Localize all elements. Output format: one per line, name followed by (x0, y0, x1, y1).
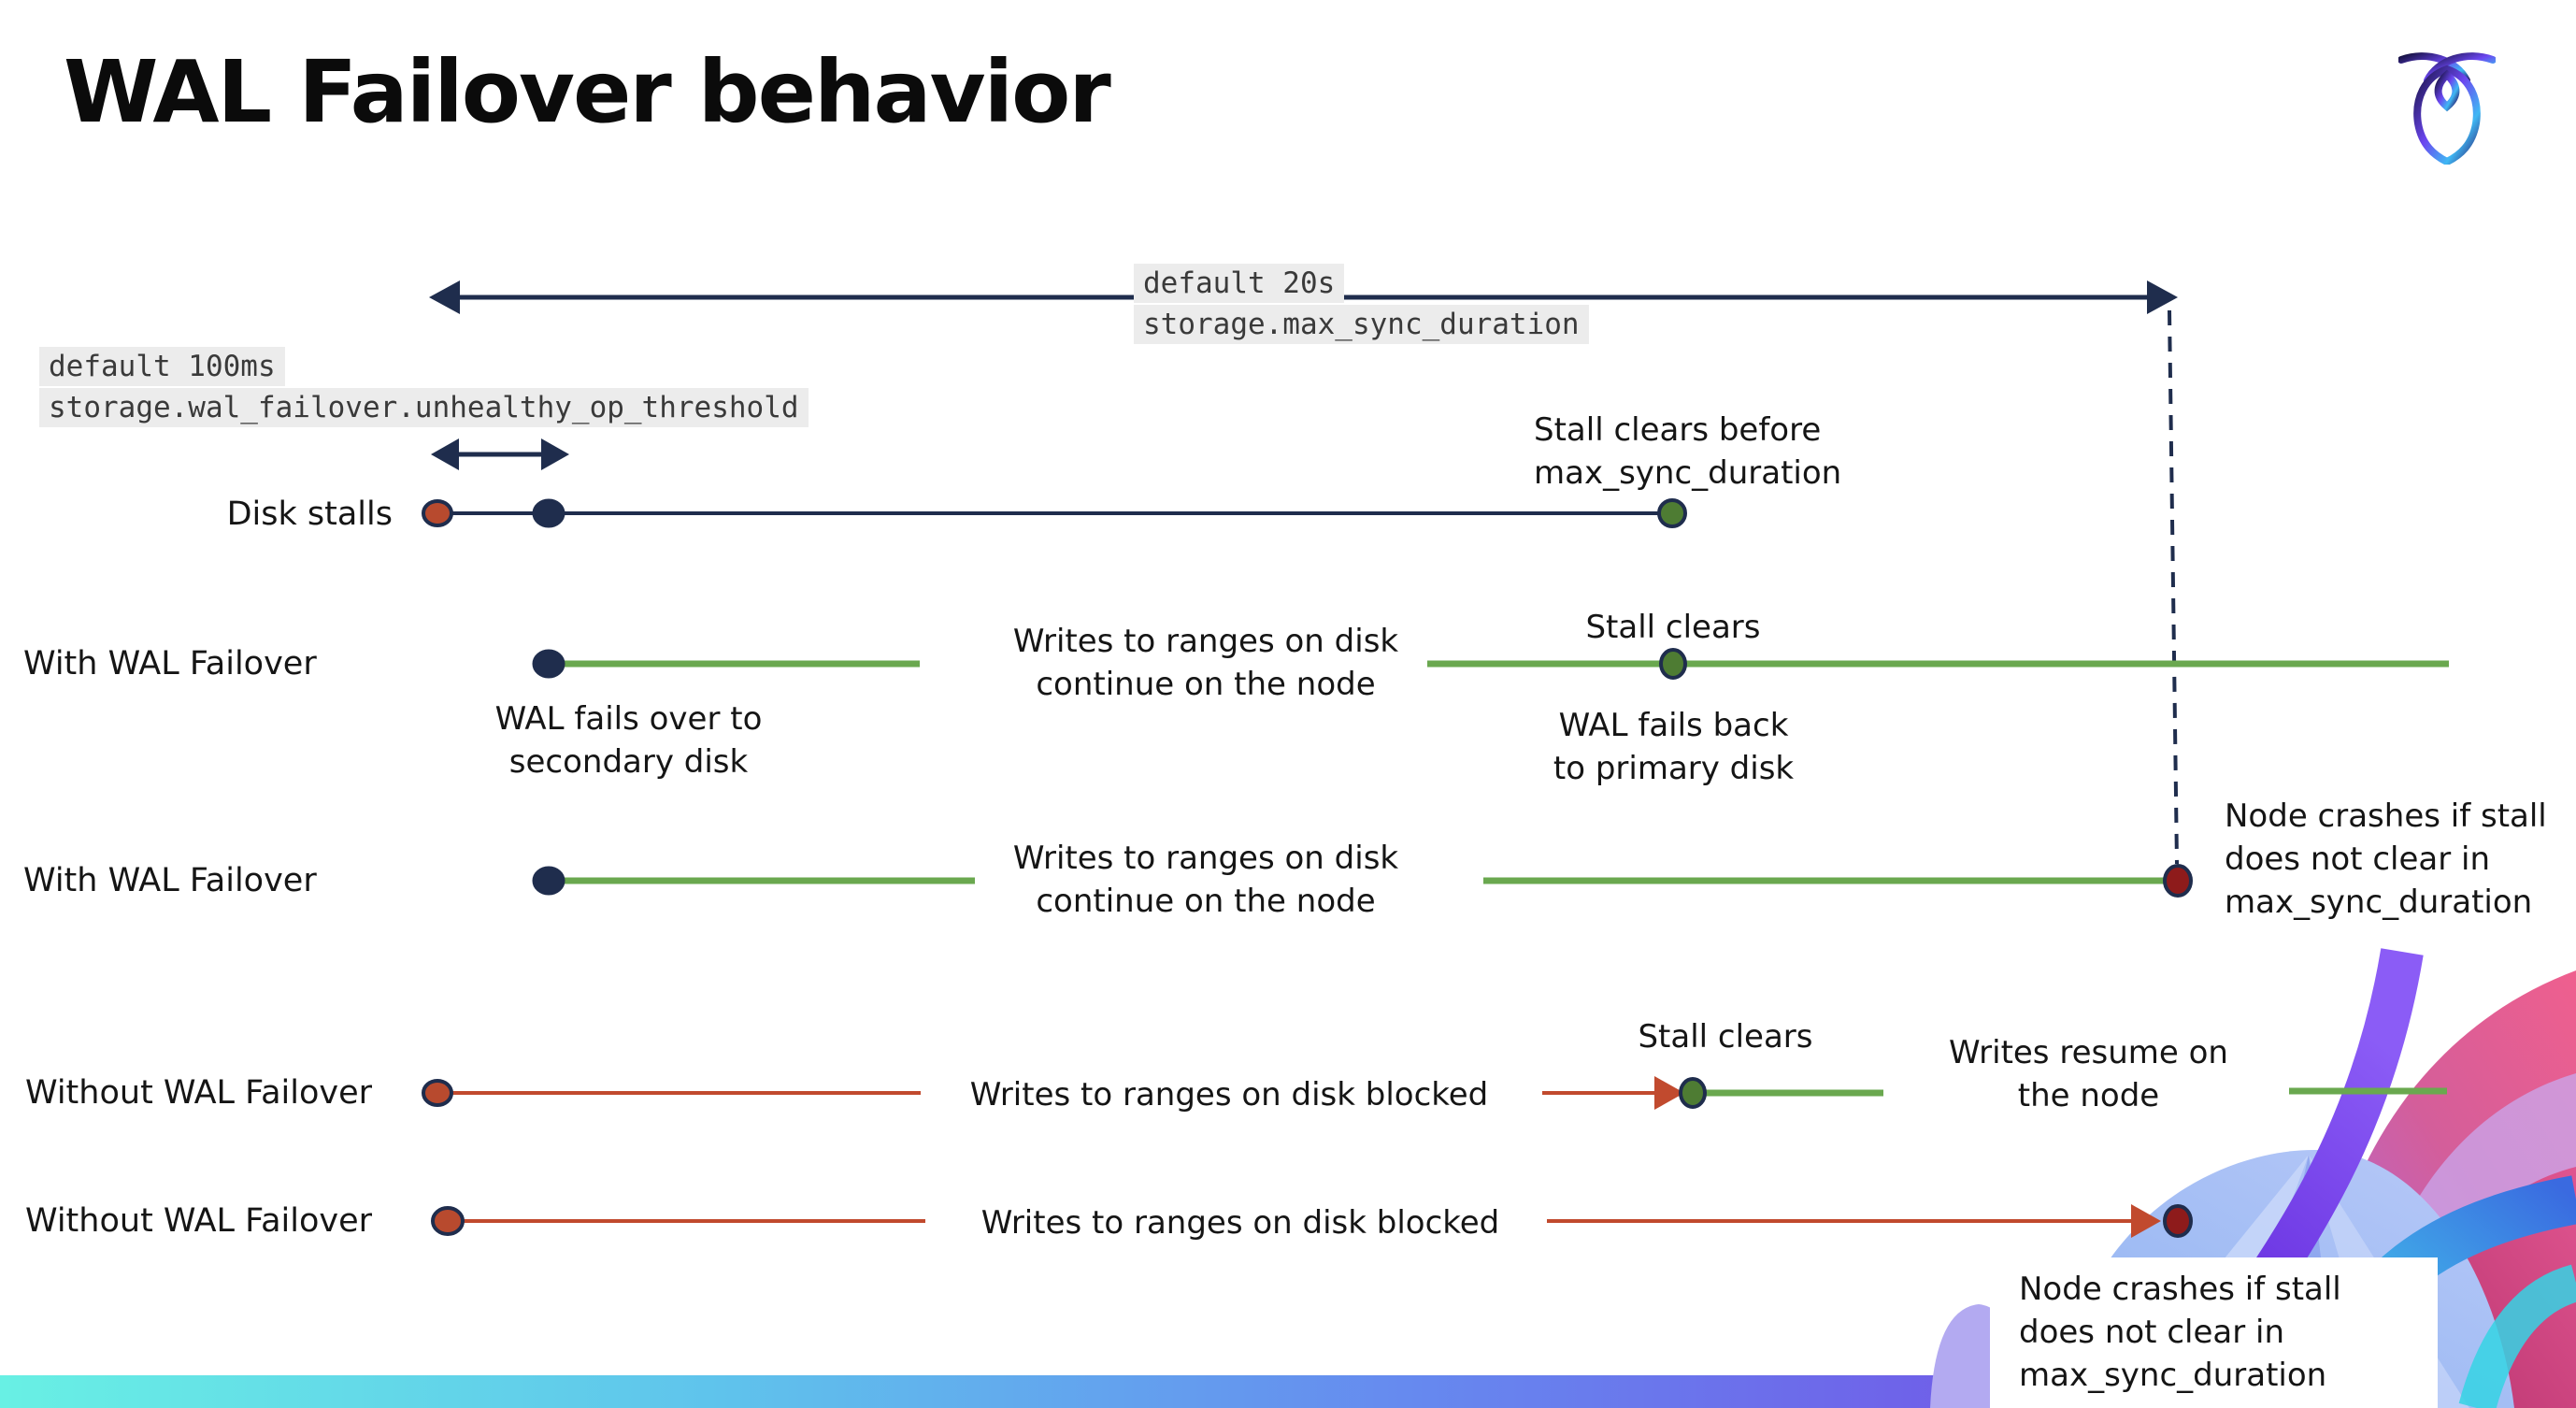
stall-clear-dot (1657, 498, 1687, 528)
timeline-row-disk-stalls (422, 498, 1687, 528)
annotation-unhealthy-op-threshold: default 100ms storage.wal_failover.unhea… (39, 347, 809, 429)
note-writes-continue-row3: Writes to ranges on disk continue on the… (1012, 840, 1399, 920)
note-writes-blocked-row5: Writes to ranges on disk blocked (980, 1204, 1500, 1242)
timeline-row-without-failover-clears (422, 1076, 2447, 1110)
stall-start-dot (422, 1079, 453, 1107)
note-writes-continue-row2: Writes to ranges on disk continue on the… (1012, 623, 1399, 703)
crash-dot (2163, 864, 2193, 898)
annotation-default-value: default 20s (1134, 264, 1345, 303)
note-stall-clears-before-max-sync: Stall clears before max_sync_duration (1534, 411, 1842, 492)
timeline-row-with-failover-clears (532, 648, 2449, 680)
crash-dot (2163, 1204, 2193, 1238)
annotation-setting-name: storage.wal_failover.unhealthy_op_thresh… (39, 388, 809, 427)
row-label-with-wal-failover-1: With WAL Failover (23, 645, 317, 682)
row-label-disk-stalls: Disk stalls (226, 496, 393, 533)
failover-dot (532, 866, 565, 896)
timeline-row-with-failover-crash (532, 864, 2193, 898)
stall-clear-dot (1679, 1077, 1707, 1109)
annotation-max-sync-duration: default 20s storage.max_sync_duration (1134, 264, 1589, 346)
max-sync-deadline-dashed-line (2168, 309, 2179, 865)
row-label-without-wal-failover-1: Without WAL Failover (25, 1074, 373, 1112)
note-stall-clears-row2: Stall clears (1585, 609, 1761, 646)
row-label-with-wal-failover-2: With WAL Failover (23, 862, 317, 899)
page-title: WAL Failover behavior (64, 42, 1111, 142)
note-stall-clears-row4: Stall clears (1638, 1018, 1813, 1056)
failover-dot (532, 649, 565, 679)
note-wal-fails-back: WAL fails back to primary disk (1553, 707, 1795, 787)
note-node-crashes-row5: Node crashes if stall does not clear in … (2019, 1271, 2341, 1394)
threshold-dot (532, 498, 565, 528)
annotation-default-value: default 100ms (39, 347, 285, 386)
stall-start-dot (431, 1206, 465, 1236)
note-writes-blocked-row4: Writes to ranges on disk blocked (969, 1076, 1489, 1113)
unhealthy-op-threshold-span-arrow (431, 438, 569, 470)
timeline-row-without-failover-crash (431, 1204, 2193, 1238)
row-label-without-wal-failover-2: Without WAL Failover (25, 1202, 373, 1240)
note-node-crashes-row3: Node crashes if stall does not clear in … (2225, 797, 2547, 921)
cockroachdb-logo-icon (2398, 52, 2496, 165)
failback-dot (1659, 648, 1687, 680)
note-writes-resume: Writes resume on the node (1949, 1034, 2228, 1114)
note-wal-fails-over: WAL fails over to secondary disk (494, 700, 763, 781)
stall-start-dot (422, 499, 453, 527)
crash-callout-card (1990, 1257, 2438, 1408)
annotation-setting-name: storage.max_sync_duration (1134, 305, 1589, 344)
